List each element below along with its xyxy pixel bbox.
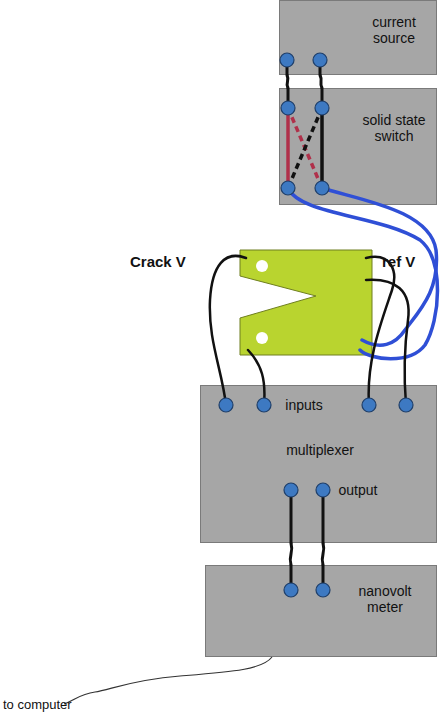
- box-fill: [206, 566, 437, 657]
- sense-wires: [210, 256, 409, 405]
- box-fill: [201, 386, 437, 543]
- signal-label: Crack V: [130, 253, 186, 270]
- note-label: to computer: [3, 697, 72, 712]
- signal-label: ref V: [382, 253, 415, 270]
- computer-cable: [64, 657, 272, 704]
- source-box: current source: [279, 0, 437, 75]
- box-text: inputs: [274, 397, 334, 413]
- current-wires: [288, 188, 438, 359]
- wire-connector: [322, 543, 324, 565]
- box-text: output: [328, 482, 388, 498]
- box-fill: [280, 89, 437, 205]
- box-text: solid state switch: [353, 112, 435, 144]
- wire-connector: [287, 75, 288, 88]
- wire-connector: [290, 543, 292, 565]
- box-text: current source: [355, 14, 433, 46]
- box-text: nanovolt meter: [345, 583, 425, 615]
- switch-box: solid state switch: [279, 88, 437, 205]
- specimen: [240, 250, 372, 355]
- switch-jumpers: [288, 108, 322, 188]
- box-fill: [280, 1, 437, 75]
- meter-box: nanovolt meter: [205, 565, 437, 657]
- box-text: multiplexer: [270, 442, 370, 458]
- multiplexer-box: inputs multiplexer output: [200, 385, 437, 543]
- pin-hole: [256, 332, 268, 344]
- wire-connector: [320, 75, 322, 88]
- pin-hole: [256, 260, 268, 272]
